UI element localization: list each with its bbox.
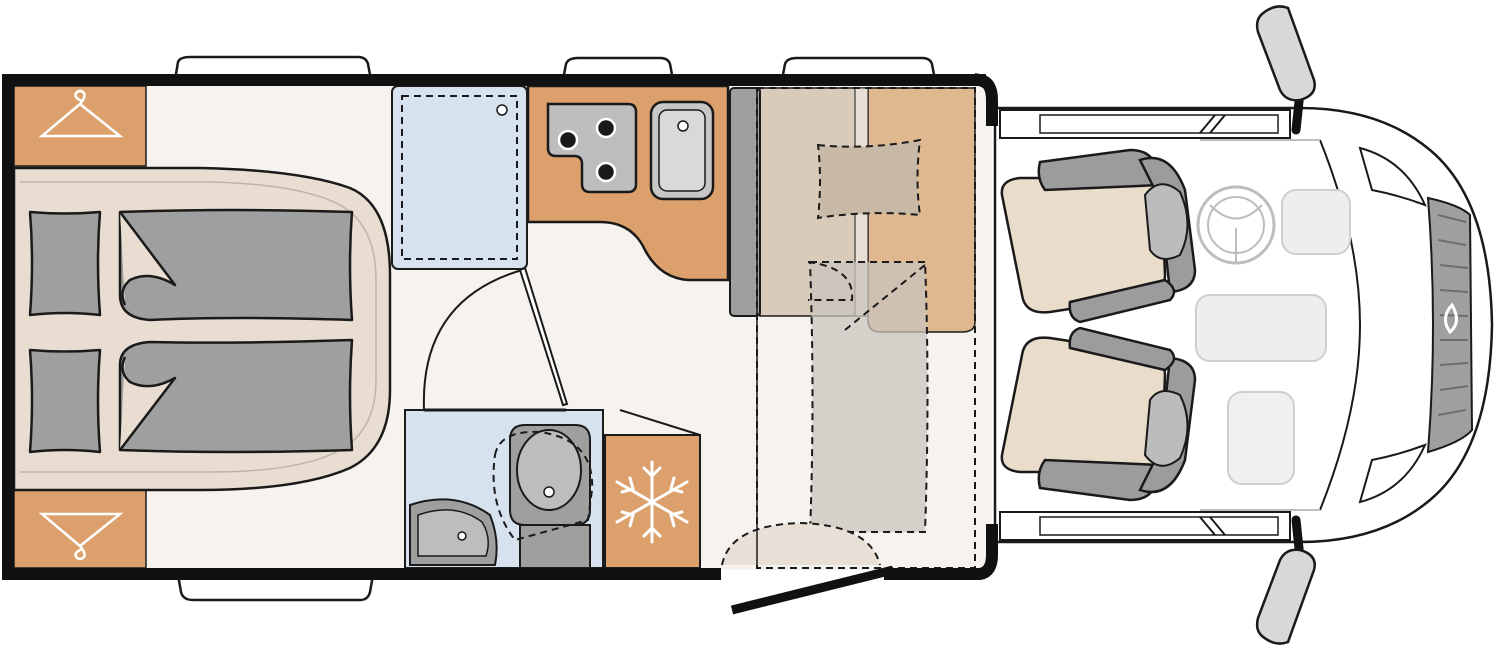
dash-console-bottom [1227, 391, 1295, 485]
bathroom-door-leaf [518, 266, 569, 407]
entry-step [721, 521, 881, 566]
dash-console-top [1281, 189, 1351, 255]
center-console [1195, 294, 1327, 362]
headlight-left [1358, 146, 1427, 207]
dinette-cushion [816, 138, 922, 220]
shower-tray [391, 85, 528, 270]
pillow-top [28, 210, 102, 317]
duvet-bottom-fold [119, 356, 177, 451]
duvets [118, 208, 354, 454]
sink [649, 100, 715, 201]
hanger-icon [38, 512, 124, 561]
table-hinge [807, 261, 854, 301]
bathroom-door-swing [422, 269, 523, 411]
driver-seat [1000, 148, 1197, 324]
toilet-swivel-outline [492, 430, 594, 542]
logo-icon [1444, 302, 1458, 335]
window-rear-left-bottom [176, 573, 375, 602]
duvet-top [118, 208, 354, 322]
shower-drain [496, 104, 508, 116]
shower-inner [401, 95, 518, 260]
pillow-bottom [28, 348, 102, 454]
cab [993, 5, 1494, 645]
burner-icon [546, 102, 638, 194]
snowflake-icon [615, 460, 689, 544]
mattress-outline [20, 181, 377, 473]
dinette [721, 87, 976, 569]
grille-bars [1437, 214, 1469, 416]
entry-door-leaf [730, 565, 895, 615]
hanger-icon [38, 89, 124, 138]
pillows [28, 210, 102, 454]
outer-walls [2, 73, 998, 580]
table-outline [808, 261, 929, 533]
duvet-bottom [118, 338, 354, 454]
mirror-top [1255, 5, 1316, 135]
wardrobe-top [13, 85, 147, 167]
toilet-cassette [519, 524, 591, 569]
grille [1426, 196, 1474, 454]
mirror-bottom [1255, 515, 1316, 645]
passenger-seat [1000, 326, 1197, 502]
headlight-right [1358, 443, 1427, 504]
steering-wheel-icon [1196, 185, 1276, 265]
cab-step-top [1039, 114, 1279, 134]
duvet-top-fold [119, 211, 177, 306]
dinette-backrest [729, 87, 761, 317]
cab-step-bottom [1039, 516, 1279, 536]
wardrobe-bottom [13, 489, 147, 569]
dashboard-line [1200, 139, 1320, 511]
